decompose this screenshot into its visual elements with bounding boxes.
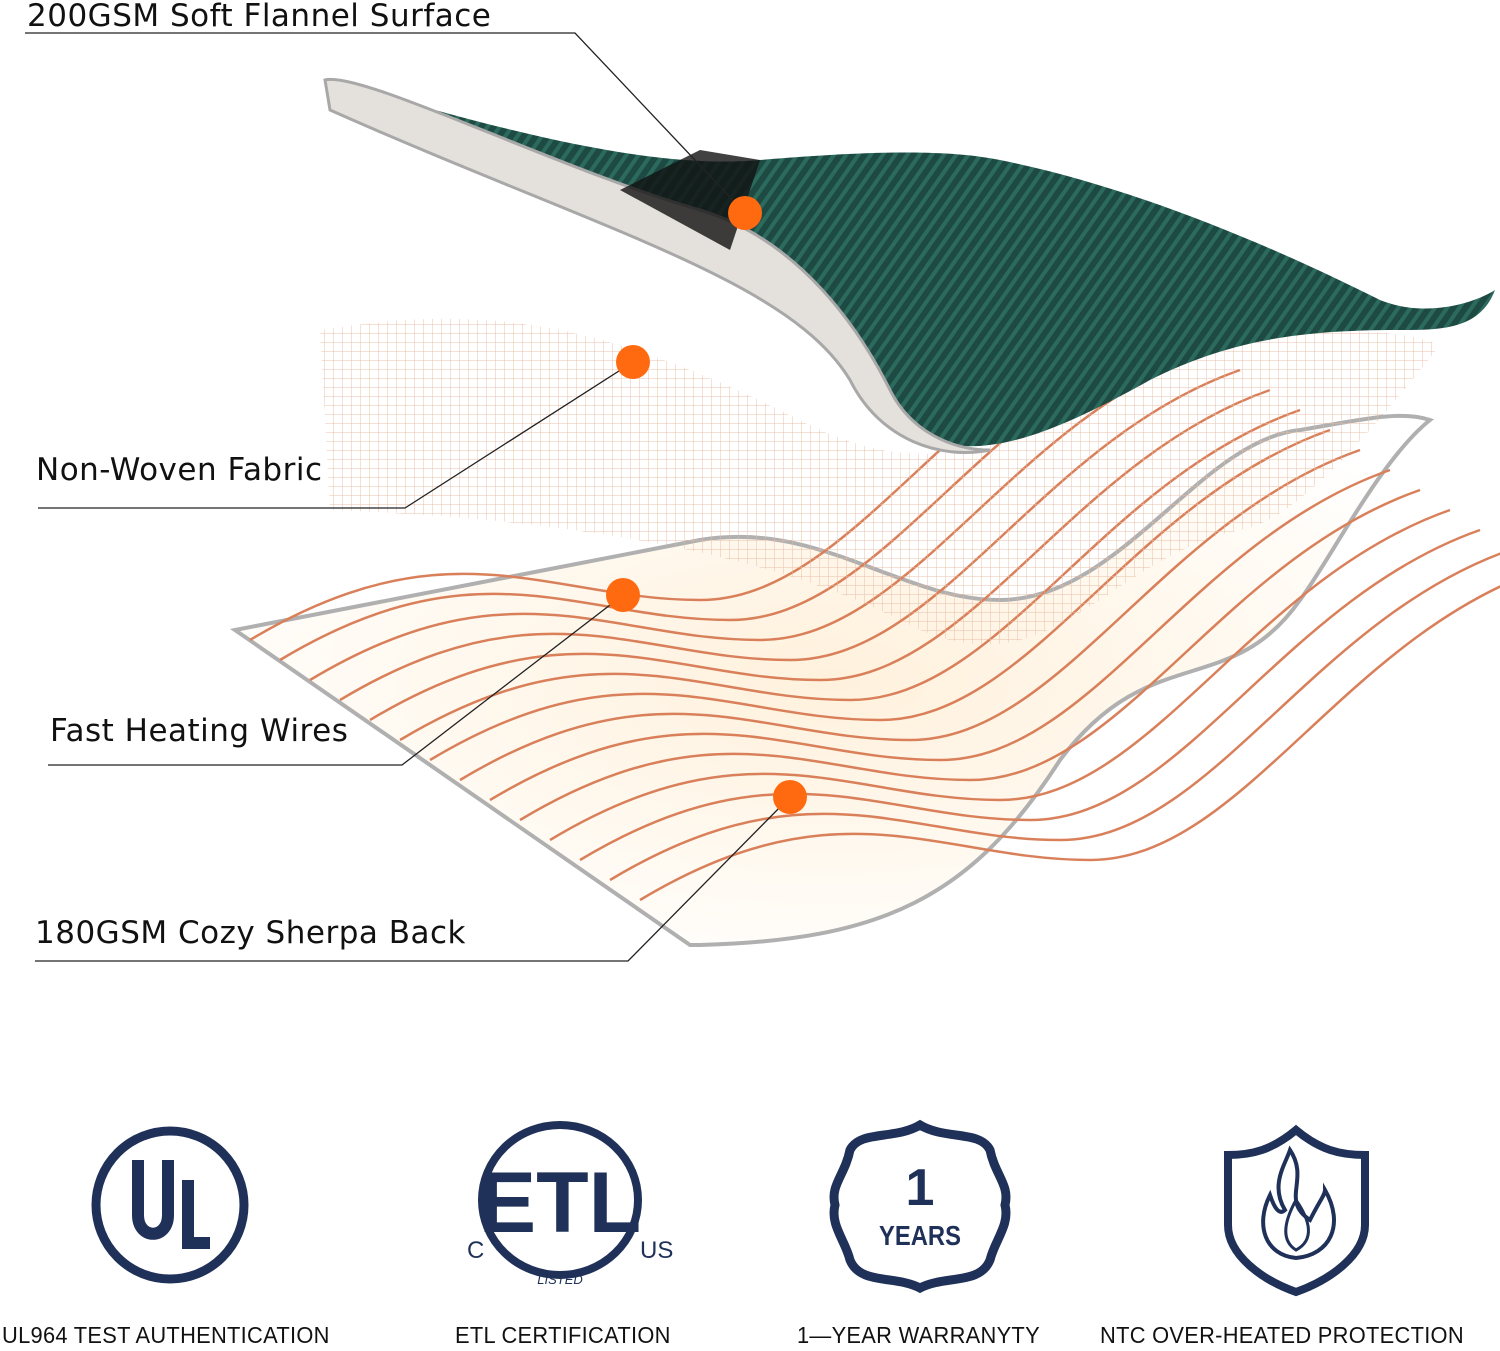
- callout-non-woven-fabric: Non-Woven Fabric: [36, 452, 323, 488]
- svg-text:US: US: [640, 1237, 673, 1264]
- callout-flannel-surface: 200GSM Soft Flannel Surface: [27, 0, 492, 34]
- callout-sherpa-back: 180GSM Cozy Sherpa Back: [35, 915, 466, 951]
- badge-label-etl: ETL CERTIFICATION: [455, 1322, 671, 1348]
- svg-text:LISTED: LISTED: [537, 1272, 583, 1287]
- non-woven-fabric-layer: [320, 318, 1440, 645]
- flannel-top-layer: [330, 80, 1495, 447]
- heating-wire: [579, 528, 1481, 862]
- flame-shield-icon: [1224, 1124, 1369, 1297]
- svg-text:YEARS: YEARS: [879, 1219, 961, 1251]
- callout-heating-wires: Fast Heating Wires: [50, 713, 349, 749]
- heating-wire: [549, 508, 1451, 842]
- fabric-dot: [616, 345, 650, 379]
- heating-wire: [459, 448, 1361, 782]
- ul-logo-icon: [91, 1126, 249, 1284]
- badge-label-ul: UL964 TEST AUTHENTICATION: [2, 1322, 330, 1348]
- badge-label-ntc: NTC OVER-HEATED PROTECTION: [1100, 1322, 1464, 1348]
- callout-dots: [606, 196, 807, 814]
- wires-dot: [606, 578, 640, 612]
- flannel-dark-patch: [330, 80, 760, 250]
- heating-wires: [249, 308, 1500, 902]
- svg-text:ETL: ETL: [479, 1155, 641, 1251]
- heating-wire: [609, 552, 1500, 882]
- heating-wire: [639, 585, 1500, 902]
- heating-wire: [519, 488, 1421, 822]
- etl-listed-logo-icon: ETL C US LISTED: [467, 1121, 673, 1287]
- leader-lines: [25, 32, 791, 962]
- svg-text:C: C: [467, 1237, 484, 1264]
- badge-label-warranty: 1—YEAR WARRANYTY: [797, 1322, 1040, 1348]
- warranty-seal-icon: 1 YEARS: [829, 1119, 1011, 1294]
- sherpa-dot: [773, 780, 807, 814]
- flannel-underside: [323, 77, 991, 454]
- flannel-dot: [728, 196, 762, 230]
- heating-wire: [489, 468, 1391, 802]
- svg-text:1: 1: [906, 1159, 935, 1217]
